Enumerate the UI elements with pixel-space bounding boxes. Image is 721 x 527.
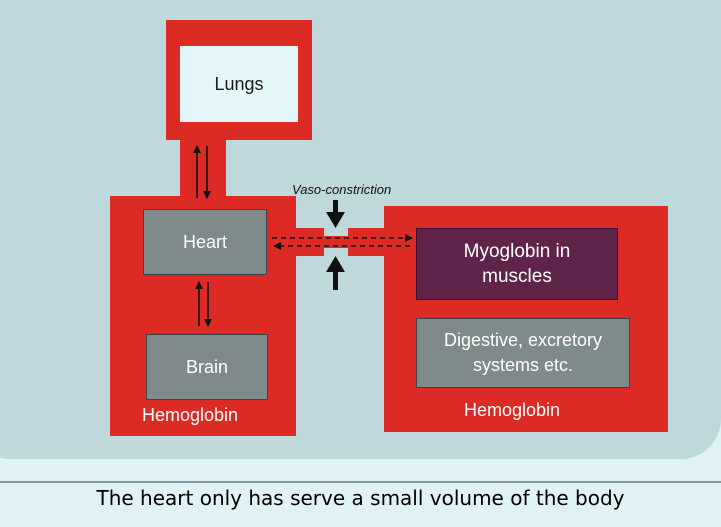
myoglobin-label: Myoglobin in muscles (463, 241, 571, 287)
myoglobin-box: Myoglobin in muscles (416, 228, 618, 300)
digestive-box: Digestive, excretory systems etc. (416, 318, 630, 388)
brain-box: Brain (146, 334, 268, 400)
connecting-vessel-right (348, 228, 386, 256)
constriction-arrow-up (326, 256, 345, 290)
caption-divider (0, 481, 721, 483)
lungs-heart-vessel (180, 138, 226, 200)
constriction-arrow-down (326, 200, 345, 228)
caption-text: The heart only has serve a small volume … (96, 486, 625, 510)
brain-label: Brain (185, 356, 229, 377)
vaso-constriction-label: Vaso-constriction (292, 182, 392, 197)
connecting-vessel-narrow (322, 236, 350, 248)
digestive-label: Digestive, excretory systems etc. (443, 330, 603, 375)
hemoglobin-left-label: Hemoglobin (142, 405, 239, 425)
heart-label: Heart (182, 231, 227, 252)
lungs-box: Lungs (180, 46, 298, 122)
connecting-vessel-left (294, 228, 324, 256)
heart-box: Heart (143, 209, 267, 275)
hemoglobin-right-label: Hemoglobin (464, 400, 561, 420)
lungs-label: Lungs (214, 73, 264, 94)
